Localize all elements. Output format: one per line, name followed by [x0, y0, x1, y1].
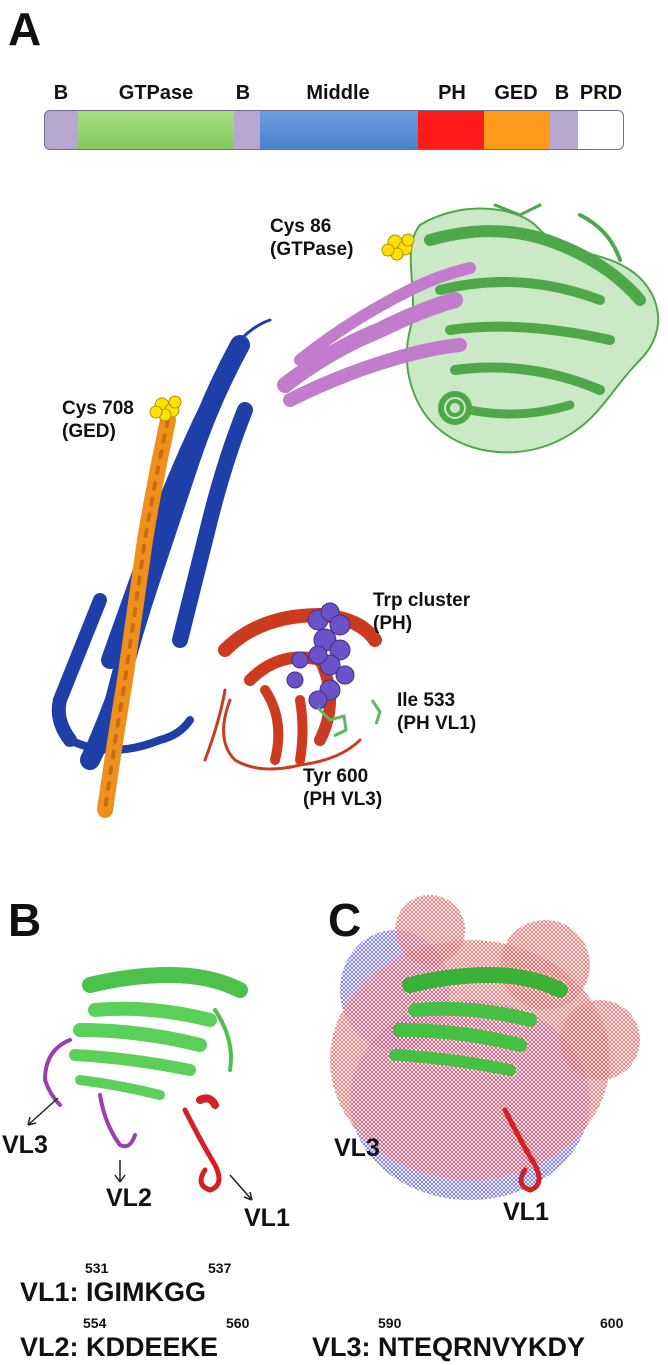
panel-b-label-vl3: VL3	[2, 1131, 48, 1159]
vl2-start-residue: 554	[83, 1315, 107, 1331]
vl3-sequence-line: VL3: NTEQRNVYKDY	[312, 1334, 585, 1361]
vl3-sequence: NTEQRNVYKDY	[378, 1332, 586, 1362]
trp-cluster-spheres	[286, 602, 355, 710]
vl2-end-residue: 560	[226, 1315, 250, 1331]
gtpase-domain-structure	[405, 203, 659, 454]
domain-segment-middle	[260, 110, 418, 150]
vl2-sequence-label: VL2:	[20, 1332, 87, 1362]
annotation-cys708: Cys 708 (GED)	[62, 398, 134, 444]
annotation-cys708-line2: (GED)	[62, 420, 116, 442]
vl3-end-residue: 600	[600, 1315, 624, 1331]
vl1-end-residue: 537	[208, 1260, 232, 1276]
panel-label-a: A	[8, 3, 42, 55]
annotation-ile533: Ile 533 (PH VL1)	[397, 690, 476, 736]
annotation-tyr600-line2: (PH VL3)	[303, 788, 383, 810]
panel-label-b: B	[8, 894, 42, 946]
domain-label-b1: B	[53, 82, 69, 104]
vl3-sequence-label: VL3:	[312, 1332, 379, 1362]
domain-label-middle: Middle	[306, 82, 370, 104]
panel-c-label-vl1: VL1	[503, 1198, 549, 1226]
cys86-spheres	[381, 233, 415, 261]
ph-domain-structure	[203, 607, 382, 771]
domain-segment-gtpase	[78, 110, 234, 150]
panel-b-label-vl1: VL1	[244, 1204, 290, 1232]
annotation-trp-line1: Trp cluster	[373, 590, 471, 611]
vl1-start-residue: 531	[85, 1260, 109, 1276]
annotation-ile533-line1: Ile 533	[397, 690, 456, 711]
domain-segment-b3	[550, 110, 578, 150]
vl-arrows	[27, 1097, 253, 1201]
annotation-cys86-line1: Cys 86	[270, 216, 332, 237]
domain-label-b3: B	[554, 82, 570, 104]
annotation-cys86-line2: (GTPase)	[270, 238, 354, 260]
annotation-tyr600-line1: Tyr 600	[303, 766, 369, 787]
annotation-trp-cluster: Trp cluster (PH)	[373, 590, 470, 636]
vl1-sequence: IGIMKGG	[86, 1277, 207, 1307]
vl2-sequence-line: VL2: KDDEEKE	[20, 1334, 218, 1361]
cys708-spheres	[149, 395, 182, 422]
vl1-sequence-line: VL1: IGIMKGG	[20, 1279, 206, 1306]
domain-segment-b1	[44, 110, 78, 150]
annotation-cys86: Cys 86 (GTPase)	[270, 216, 353, 262]
ged-helix-structure	[97, 412, 176, 818]
vl2-sequence: KDDEEKE	[86, 1332, 219, 1362]
panel-label-c: C	[328, 894, 362, 946]
panel-b-ph-cartoon	[42, 966, 248, 1193]
middle-domain-structure	[51, 318, 272, 770]
panel-c-electrostatic-surface	[330, 895, 640, 1200]
ile533-side-chain	[370, 699, 382, 725]
vl1-sequence-label: VL1:	[20, 1277, 87, 1307]
annotation-tyr600: Tyr 600 (PH VL3)	[303, 766, 382, 812]
bse-structure	[277, 262, 476, 407]
domain-label-prd: PRD	[579, 82, 623, 104]
domain-architecture-bar	[44, 110, 624, 150]
domain-segment-ph	[418, 110, 484, 150]
domain-segment-ged	[484, 110, 550, 150]
panel-c-label-vl3: VL3	[334, 1134, 380, 1162]
domain-segment-b2	[234, 110, 260, 150]
domain-label-ph: PH	[438, 82, 466, 104]
annotation-cys708-line1: Cys 708	[62, 398, 134, 419]
domain-label-gtpase: GTPase	[118, 82, 194, 104]
domain-label-b2: B	[235, 82, 251, 104]
annotation-trp-line2: (PH)	[373, 612, 413, 634]
vl3-start-residue: 590	[378, 1315, 402, 1331]
annotation-ile533-line2: (PH VL1)	[397, 712, 477, 734]
panel-b-label-vl2: VL2	[106, 1184, 152, 1212]
domain-label-ged: GED	[494, 82, 538, 104]
tyr600-side-chain	[316, 706, 348, 738]
domain-segment-prd	[578, 110, 624, 150]
